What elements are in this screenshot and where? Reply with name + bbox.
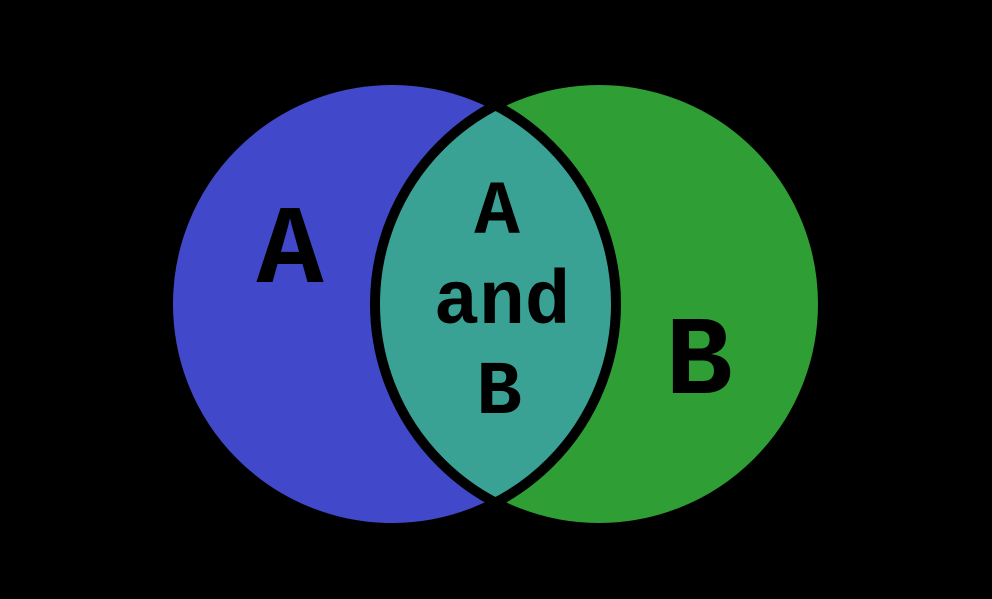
set-b-outline (370, 75, 828, 533)
set-a-outline (163, 75, 621, 533)
set-b-label: B (665, 300, 732, 427)
intersection-label-line-2: and (434, 260, 571, 346)
set-a-label: A (256, 189, 324, 316)
intersection-label-line-3: B (476, 350, 522, 436)
intersection-region (374, 105, 617, 503)
intersection-label-line-1: A (474, 170, 520, 256)
